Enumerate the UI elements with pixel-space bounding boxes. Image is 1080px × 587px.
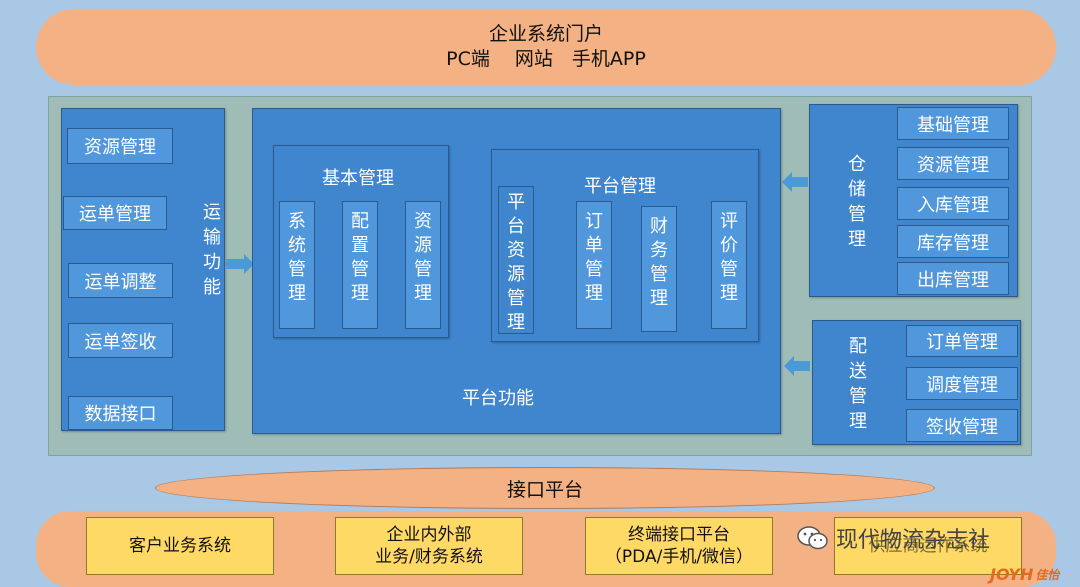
platform-item-order[interactable]: 订单管理 (576, 201, 612, 329)
watermark-text: 现代物流杂志社 (836, 528, 991, 553)
warehouse-item[interactable]: 库存管理 (897, 225, 1009, 258)
warehouse-label-char: 储 (848, 179, 866, 200)
system-line: 终端接口平台 (627, 525, 730, 545)
delivery-item[interactable]: 签收管理 (906, 409, 1018, 442)
wechat-icon (797, 526, 828, 550)
system-customer[interactable]: 客户业务系统 (86, 517, 274, 575)
delivery-label-char: 理 (849, 411, 867, 432)
delivery-label-char: 送 (849, 361, 867, 382)
warehouse-label-char: 仓 (848, 154, 866, 175)
system-line: 客户业务系统 (129, 536, 231, 556)
warehouse-item[interactable]: 资源管理 (897, 147, 1009, 180)
delivery-label-char: 管 (849, 386, 867, 407)
delivery-item[interactable]: 调度管理 (906, 367, 1018, 400)
warehouse-item[interactable]: 出库管理 (897, 262, 1009, 295)
delivery-item[interactable]: 订单管理 (906, 325, 1018, 357)
basic-item-config[interactable]: 配置管理 (342, 201, 378, 329)
system-line: 供应商运作系统 (868, 536, 988, 556)
platform-item-evaluation[interactable]: 评价管理 (711, 201, 747, 329)
warehouse-label: 仓 储 管 理 (844, 152, 870, 252)
platform-item-resource[interactable]: 平台资源管理 (498, 186, 534, 334)
transport-label-char: 能 (203, 277, 221, 298)
basic-item-system[interactable]: 系统管理 (279, 201, 315, 329)
portal-subtitle: PC端 网站 手机APP (446, 48, 646, 70)
transport-item[interactable]: 数据接口 (68, 396, 173, 430)
warehouse-item[interactable]: 入库管理 (897, 187, 1009, 220)
warehouse-item[interactable]: 基础管理 (897, 107, 1009, 140)
transport-item[interactable]: 运单签收 (68, 323, 173, 358)
transport-label: 运 输 功 能 (199, 200, 225, 300)
basic-management-title: 基本管理 (322, 168, 394, 189)
watermark: 现代物流杂志社 (796, 520, 1056, 556)
platform-function-title: 平台功能 (462, 388, 534, 409)
transport-item[interactable]: 资源管理 (67, 128, 173, 164)
platform-item-finance[interactable]: 财务管理 (641, 206, 677, 332)
system-line: （PDA/手机/微信） (604, 547, 754, 567)
transport-item[interactable]: 运单调整 (68, 263, 173, 298)
warehouse-label-char: 理 (848, 229, 866, 250)
transport-label-char: 输 (203, 227, 221, 248)
transport-label-char: 运 (203, 202, 221, 223)
system-enterprise[interactable]: 企业内外部 业务/财务系统 (335, 517, 523, 575)
system-line: 企业内外部 (386, 525, 472, 545)
warehouse-label-char: 管 (848, 204, 866, 225)
portal-title: 企业系统门户 (488, 23, 603, 45)
delivery-label-char: 配 (849, 336, 867, 357)
joyh-brand-cn: 佳怡 (1035, 567, 1060, 582)
system-terminal[interactable]: 终端接口平台 （PDA/手机/微信） (585, 517, 773, 575)
basic-item-resource[interactable]: 资源管理 (405, 201, 441, 329)
joyh-logo: JOYH 佳怡 (990, 563, 1078, 585)
joyh-brand: JOYH (990, 564, 1034, 584)
transport-item[interactable]: 运单管理 (63, 196, 167, 230)
interface-platform: 接口平台 (155, 467, 935, 509)
delivery-label: 配 送 管 理 (845, 334, 871, 434)
enterprise-portal: 企业系统门户 PC端 网站 手机APP (36, 9, 1056, 85)
system-line: 业务/财务系统 (375, 547, 483, 567)
system-supplier[interactable]: 供应商运作系统 (834, 517, 1022, 575)
transport-label-char: 功 (203, 252, 221, 273)
platform-management-title: 平台管理 (584, 176, 656, 197)
